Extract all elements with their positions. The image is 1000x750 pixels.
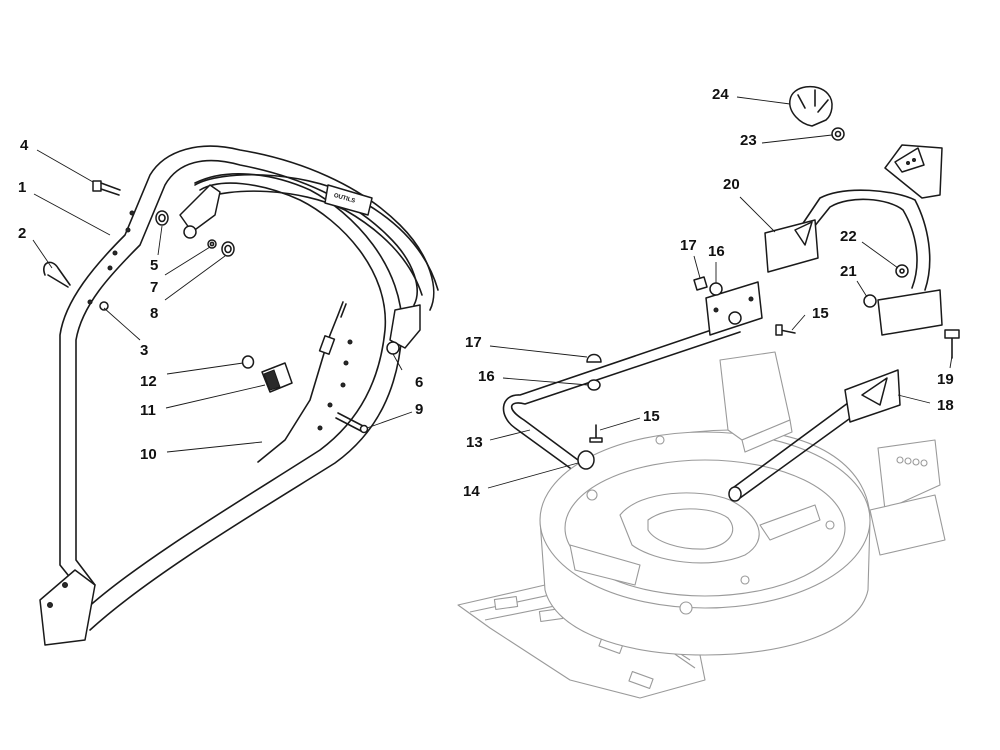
part-bolt-15a	[589, 424, 603, 443]
callout-14: 14	[463, 483, 480, 500]
callout-24: 24	[712, 86, 729, 103]
callout-15b: 15	[812, 305, 829, 322]
part-nut-8	[221, 241, 235, 257]
part-washer-22	[895, 264, 909, 278]
callout-23: 23	[740, 132, 757, 149]
part-bolt-9	[335, 412, 369, 434]
callout-7: 7	[150, 279, 158, 296]
callout-9: 9	[415, 401, 423, 418]
part-bolt-15b	[775, 324, 796, 336]
part-washer-23	[831, 127, 845, 141]
callout-22: 22	[840, 228, 857, 245]
callout-4: 4	[20, 137, 29, 154]
callout-6: 6	[415, 374, 423, 391]
callout-16b: 16	[478, 368, 495, 385]
callout-8: 8	[150, 305, 158, 322]
callout-10: 10	[140, 446, 157, 463]
callout-16a: 16	[708, 243, 725, 260]
callout-1: 1	[18, 179, 26, 196]
mower-deck	[457, 351, 946, 699]
part-upper-bracket-20	[764, 144, 943, 336]
callout-17a: 17	[680, 237, 697, 254]
callout-17b: 17	[465, 334, 482, 351]
part-clamp-11	[261, 362, 293, 393]
callout-21: 21	[840, 263, 857, 280]
part-bar-13	[502, 281, 763, 469]
part-nut-3	[99, 301, 109, 311]
callout-18: 18	[937, 397, 954, 414]
handle-logo: OUTILS	[333, 193, 356, 205]
part-clip-2	[43, 261, 71, 288]
handle-frame: OUTILS	[39, 145, 439, 646]
part-nut-17a	[693, 276, 708, 291]
part-cable-10	[257, 301, 347, 463]
part-nut-21	[863, 294, 877, 308]
part-nut-5	[155, 210, 169, 226]
part-nut-16a	[709, 282, 723, 296]
callout-20: 20	[723, 176, 740, 193]
part-washer-7	[207, 239, 217, 249]
part-knob-24	[789, 85, 833, 127]
callout-19: 19	[937, 371, 954, 388]
part-nut-12	[241, 355, 255, 369]
part-bolt-4	[92, 180, 121, 196]
callout-3: 3	[140, 342, 148, 359]
part-cap-14	[577, 450, 595, 470]
callout-11: 11	[140, 402, 156, 419]
part-nut-16b	[587, 379, 601, 391]
callout-13: 13	[466, 434, 483, 451]
callout-15a: 15	[643, 408, 660, 425]
callout-12: 12	[140, 373, 157, 390]
part-bar-18	[728, 369, 901, 502]
part-cap-17b	[586, 353, 602, 363]
part-bolt-19	[944, 329, 960, 359]
callout-5: 5	[150, 257, 158, 274]
callout-labels: 1 2 3 4 5 6 7 8 9 10 11 12 13 14 15 15 1…	[18, 86, 954, 500]
leader-lines	[32, 96, 953, 489]
callout-2: 2	[18, 225, 26, 242]
